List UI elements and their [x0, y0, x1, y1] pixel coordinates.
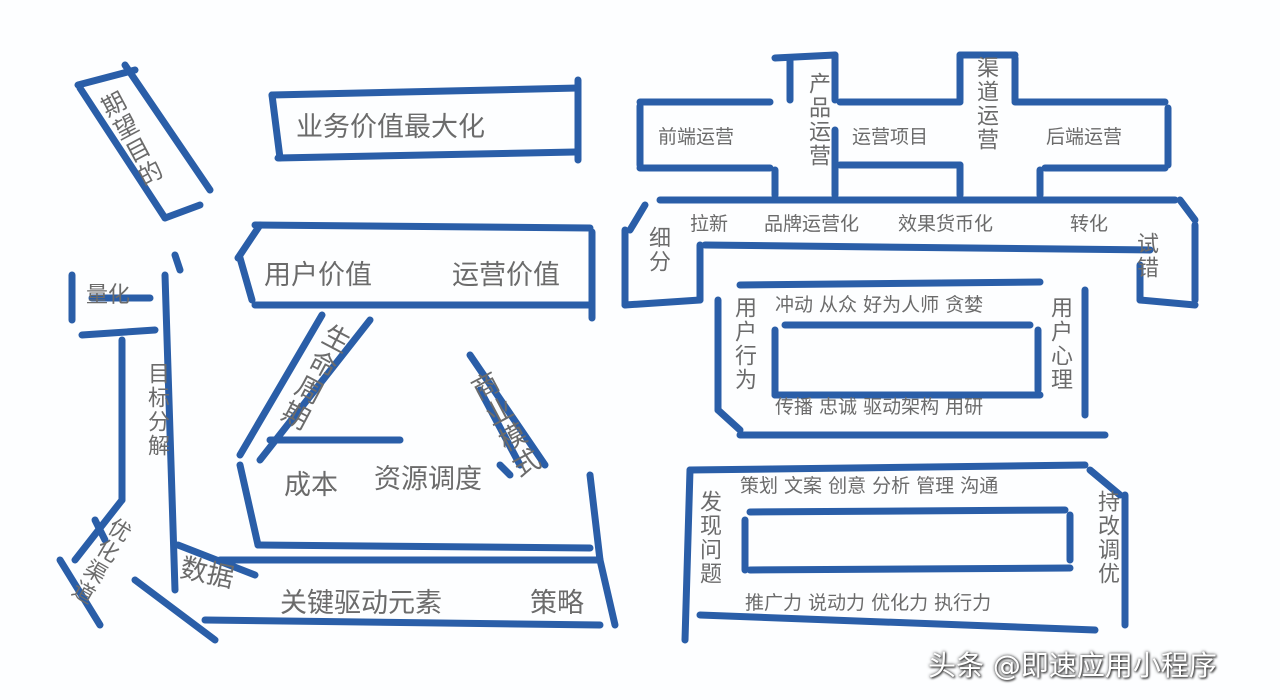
- label-resource-scheduling: 资源调度: [374, 464, 482, 495]
- brush-stroke: [91, 516, 109, 544]
- brush-stroke: [161, 201, 204, 222]
- brush-stroke: [234, 221, 264, 262]
- label-behavior-traits: 传播 忠诚 驱动架构 用研: [775, 396, 984, 418]
- brush-stroke: [131, 576, 219, 644]
- label-user-psychology: 用户心理: [1047, 296, 1072, 392]
- brush-stroke: [1136, 296, 1199, 309]
- label-conversion: 转化: [1070, 213, 1109, 235]
- brush-stroke: [1086, 466, 1124, 499]
- brush-stroke: [171, 251, 184, 274]
- brush-stroke: [121, 61, 214, 194]
- brush-stroke: [714, 406, 744, 434]
- brush-stroke: [201, 616, 604, 629]
- label-segmentation: 细分: [645, 226, 670, 274]
- brush-stroke: [236, 254, 256, 304]
- brush-stroke: [78, 326, 159, 339]
- brush-stroke: [76, 84, 169, 222]
- brush-stroke: [268, 91, 284, 162]
- label-strategy: 策略: [530, 588, 584, 619]
- watermark: 头条 @即速应用小程序: [928, 649, 1217, 682]
- label-trial-error: 试错: [1133, 232, 1158, 280]
- label-user-behavior: 用户行为: [731, 296, 756, 392]
- label-backend-ops: 后端运营: [1046, 126, 1123, 148]
- brush-stroke: [254, 541, 594, 552]
- label-skills: 策划 文案 创意 分析 管理 沟通: [740, 475, 999, 497]
- brush-stroke: [74, 66, 139, 89]
- label-continuous-tuning: 持改调优: [1094, 490, 1119, 586]
- brush-stroke: [56, 556, 104, 629]
- label-frontend-ops: 前端运营: [658, 126, 735, 148]
- brush-stroke: [626, 201, 649, 234]
- brush-stroke: [686, 461, 1089, 474]
- label-abilities: 推广力 说动力 优化力 执行力: [745, 592, 992, 614]
- brush-stroke: [701, 241, 1154, 254]
- brush-stroke: [736, 278, 1044, 289]
- brush-stroke: [621, 296, 704, 309]
- brush-stroke: [596, 556, 619, 629]
- brush-stroke: [274, 148, 579, 162]
- label-acquisition: 拉新: [690, 213, 729, 235]
- label-goal-breakdown: 目标分解: [144, 362, 169, 458]
- brush-stroke: [771, 51, 839, 62]
- brush-stroke: [476, 386, 524, 469]
- label-product-ops: 产品运营: [805, 72, 830, 168]
- label-maximize-business-value: 业务价值最大化: [296, 112, 485, 143]
- brush-stroke: [161, 271, 179, 594]
- brush-stroke: [251, 221, 594, 232]
- brush-stroke: [696, 611, 1099, 634]
- brush-stroke: [1176, 196, 1199, 224]
- brush-stroke: [236, 461, 262, 549]
- label-quantify: 量化: [86, 283, 131, 308]
- label-channel-ops: 渠道运营: [973, 56, 998, 152]
- label-psych-traits: 冲动 从众 好为人师 贪婪: [775, 294, 984, 316]
- brush-stroke: [236, 311, 326, 459]
- brush-stroke: [586, 471, 604, 564]
- brush-stroke: [466, 351, 549, 469]
- label-monetization: 效果货币化: [898, 213, 994, 235]
- brush-stroke: [496, 461, 514, 479]
- brush-stroke: [746, 564, 1074, 574]
- label-cost: 成本: [284, 470, 338, 501]
- brush-stroke: [746, 506, 1069, 516]
- label-key-drivers: 关键驱动元素: [280, 588, 442, 619]
- label-user-value: 用户价值: [264, 260, 372, 291]
- brush-stroke: [681, 466, 694, 644]
- brush-stroke: [268, 84, 582, 99]
- label-operation-value: 运营价值: [452, 260, 560, 291]
- label-find-problems: 发现问题: [696, 490, 721, 586]
- label-brand-ops: 品牌运营化: [764, 213, 860, 235]
- label-ops-projects: 运营项目: [852, 126, 929, 148]
